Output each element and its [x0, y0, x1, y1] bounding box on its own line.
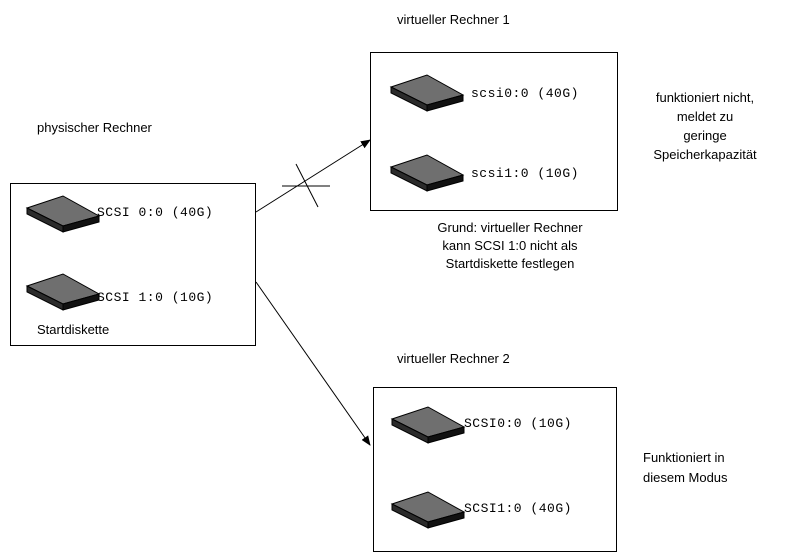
arrow-to-virtual2: [255, 281, 371, 446]
status-line: Funktioniert in: [643, 450, 725, 465]
status-line: diesem Modus: [643, 470, 728, 485]
virtual1-status: funktioniert nicht, meldet zu geringe Sp…: [630, 90, 780, 163]
virtual1-box: scsi0:0 (40G) scsi1:0 (10G): [370, 52, 618, 211]
disk-label: scsi1:0 (10G): [471, 166, 579, 181]
disk-label: SCSI0:0 (10G): [464, 416, 572, 431]
virtual2-title: virtueller Rechner 2: [397, 351, 510, 366]
disk-label: scsi0:0 (40G): [471, 86, 579, 101]
hard-disk-icon: [390, 405, 468, 450]
disk-label: SCSI 0:0 (40G): [97, 205, 214, 220]
cross-mark-icon: [282, 163, 330, 208]
status-line: funktioniert nicht,: [655, 90, 755, 105]
hard-disk-icon: [25, 272, 103, 317]
virtual2-status: Funktioniert in diesem Modus: [643, 450, 728, 486]
physical-box: SCSI 0:0 (40G) SCSI 1:0 (10G) Startdiske…: [10, 183, 256, 346]
status-line: geringe: [683, 128, 727, 143]
virtual1-title: virtueller Rechner 1: [397, 12, 510, 27]
hard-disk-icon: [389, 73, 467, 118]
status-line: meldet zu: [676, 109, 734, 124]
hard-disk-icon: [25, 194, 103, 239]
hard-disk-icon: [389, 153, 467, 198]
reason-line: Startdiskette festlegen: [445, 256, 575, 271]
arrow-to-virtual1: [255, 139, 371, 213]
reason-line: kann SCSI 1:0 nicht als: [442, 238, 578, 253]
boot-disk-label: Startdiskette: [37, 322, 110, 337]
hard-disk-icon: [390, 490, 468, 535]
virtual2-box: SCSI0:0 (10G) SCSI1:0 (40G): [373, 387, 617, 552]
virtual1-reason: Grund: virtueller Rechner kann SCSI 1:0 …: [380, 220, 640, 272]
status-line: Speicherkapazität: [653, 147, 757, 162]
disk-label: SCSI1:0 (40G): [464, 501, 572, 516]
reason-line: Grund: virtueller Rechner: [437, 220, 583, 235]
physical-title: physischer Rechner: [37, 120, 152, 135]
disk-label: SCSI 1:0 (10G): [97, 290, 214, 305]
